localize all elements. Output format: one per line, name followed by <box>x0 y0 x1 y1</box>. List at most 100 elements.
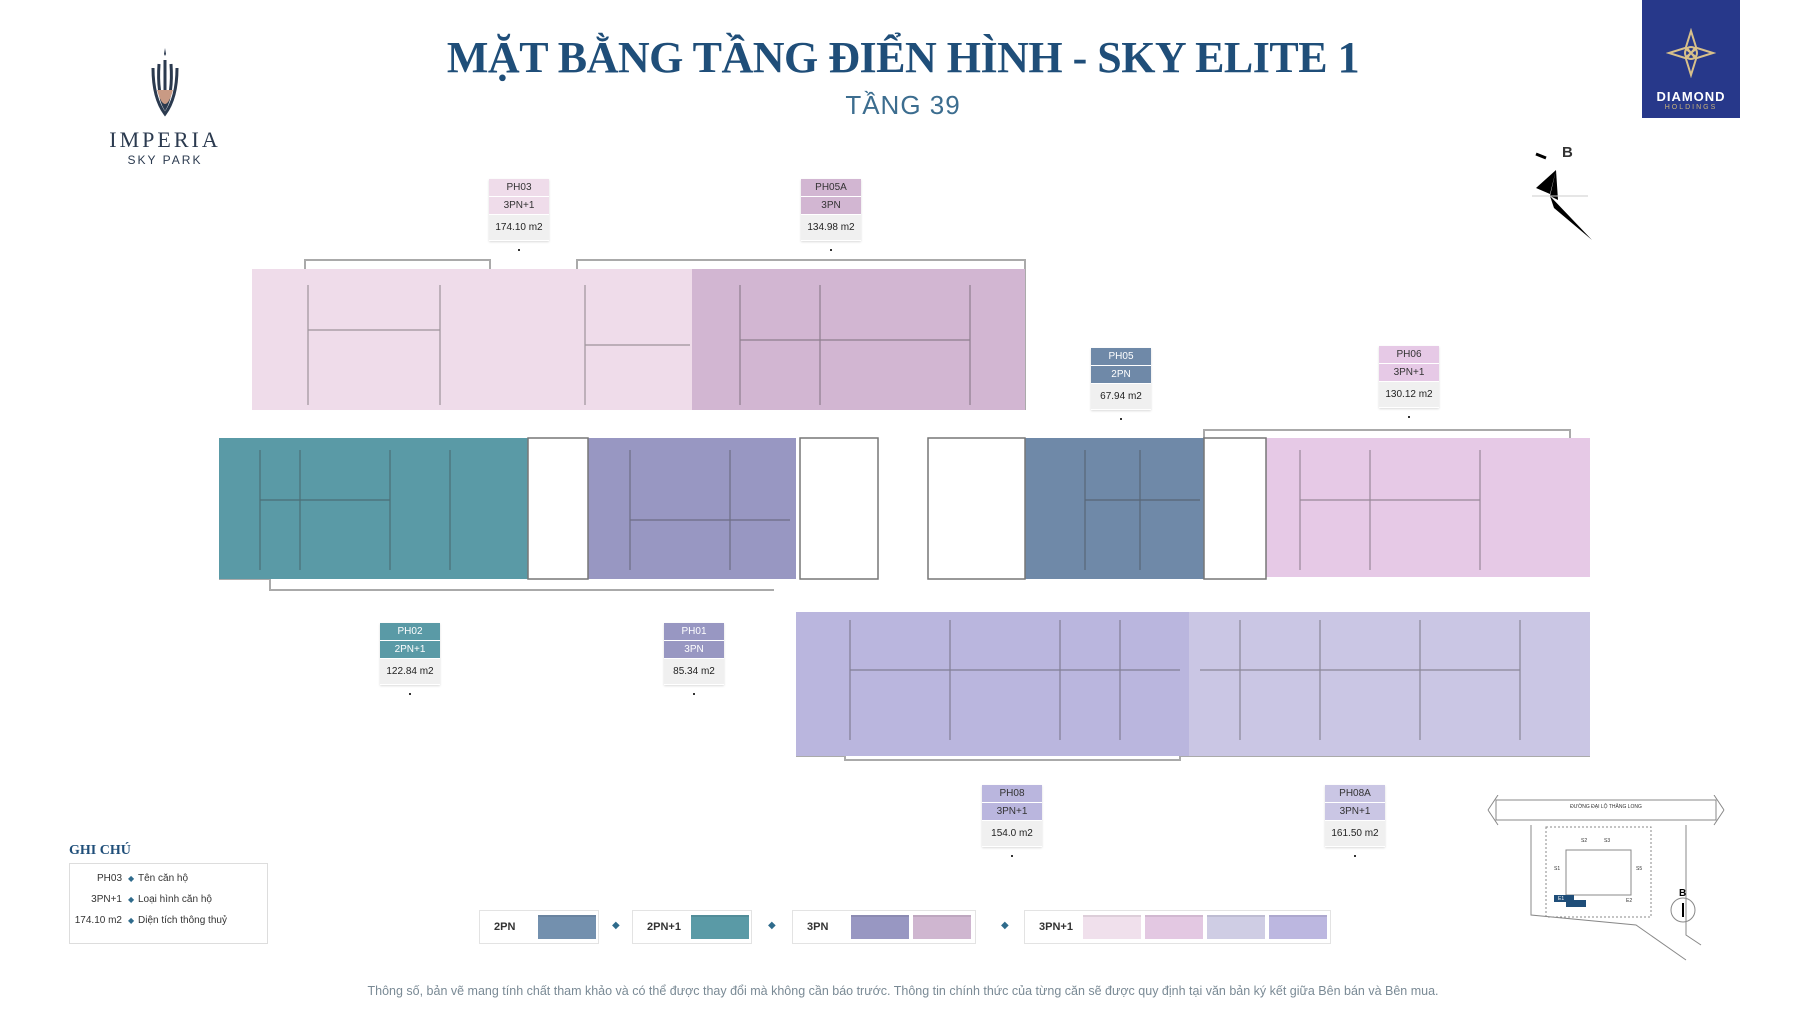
unit-type: 3PN+1 <box>1379 364 1439 382</box>
building-e2: E2 <box>1626 898 1632 904</box>
site-map-drawing: ĐƯỜNG ĐẠI LỘ THĂNG LONG E1 E2 S1 S2 S3 S… <box>1487 794 1725 961</box>
elevator-core-left <box>799 437 879 580</box>
unit-ph02[interactable] <box>219 438 528 579</box>
unit-id: PH05A <box>801 179 861 197</box>
unit-ph03[interactable] <box>252 269 692 410</box>
diamond-sub: HOLDINGS <box>1664 104 1718 111</box>
unit-area: 134.98 m2 <box>801 215 861 241</box>
unit-ph05a[interactable] <box>692 269 1025 410</box>
legend-swatch <box>1145 915 1203 939</box>
imperia-logo: IMPERIA SKY PARK <box>95 48 235 167</box>
leader-dot <box>518 249 520 251</box>
unit-id: PH02 <box>380 623 440 641</box>
legend-swatch <box>538 915 596 939</box>
diamond-separator-icon: ◆ <box>612 920 620 931</box>
diamond-flower-icon <box>1665 27 1717 79</box>
diamond-bullet-icon: ◆ <box>128 874 135 883</box>
note-value: Loại hình căn hộ <box>138 894 212 905</box>
unit-ph05[interactable] <box>1025 438 1204 579</box>
note-key: 174.10 m2 <box>74 915 122 926</box>
unit-area: 130.12 m2 <box>1379 382 1439 408</box>
note-row: PH03◆Tên căn hộ <box>70 868 267 889</box>
road-label: ĐƯỜNG ĐẠI LỘ THĂNG LONG <box>1570 803 1642 810</box>
diamond-name: DIAMOND <box>1656 89 1726 104</box>
legend-label: 2PN+1 <box>647 921 681 933</box>
unit-type: 3PN+1 <box>1325 803 1385 821</box>
note-value: Diện tích thông thuỷ <box>138 915 227 926</box>
unit-type: 3PN+1 <box>489 197 549 215</box>
unit-ph06[interactable] <box>1266 438 1590 577</box>
notes-title: GHI CHÚ <box>69 843 131 858</box>
leader-dot <box>1120 418 1122 420</box>
unit-area: 161.50 m2 <box>1325 821 1385 847</box>
imperia-name: IMPERIA <box>109 127 221 152</box>
diamond-bullet-icon: ◆ <box>128 895 135 904</box>
leader-dot <box>1011 855 1013 857</box>
legend-swatch <box>913 915 971 939</box>
unit-ph08[interactable] <box>796 612 1189 756</box>
legend-3pn: 3PN <box>792 910 976 944</box>
leader-dot <box>1354 855 1356 857</box>
unit-id: PH01 <box>664 623 724 641</box>
legend-swatch <box>1083 915 1141 939</box>
leader-dot <box>1408 416 1410 418</box>
notes-box: PH03◆Tên căn hộ 3PN+1◆Loại hình căn hộ 1… <box>69 863 268 944</box>
unit-id: PH05 <box>1091 348 1151 366</box>
legend-swatch <box>1207 915 1265 939</box>
unit-type: 3PN <box>664 641 724 659</box>
diamond-bullet-icon: ◆ <box>128 916 135 925</box>
site-compass-label: B <box>1679 888 1686 899</box>
unit-area: 174.10 m2 <box>489 215 549 241</box>
building-s5: S5 <box>1636 866 1642 872</box>
building-s1: S1 <box>1554 866 1560 872</box>
legend-label: 3PN <box>807 921 829 933</box>
elevator-core-right <box>927 437 1026 580</box>
legend-2pn: 2PN <box>479 910 599 944</box>
note-value: Tên căn hộ <box>138 873 189 884</box>
core-area <box>527 437 1267 580</box>
legend-label: 3PN+1 <box>1039 921 1073 933</box>
building-s3: S3 <box>1604 838 1610 844</box>
leader-dot <box>693 693 695 695</box>
stair-core-left <box>527 437 589 580</box>
unit-area: 85.34 m2 <box>664 659 724 685</box>
unit-type: 2PN <box>1091 366 1151 384</box>
imperia-sub: SKY PARK <box>127 153 203 167</box>
unit-ph01[interactable] <box>588 438 796 579</box>
page-title: MẶT BẰNG TẦNG ĐIỂN HÌNH - SKY ELITE 1 <box>446 33 1360 82</box>
north-arrow-icon <box>1532 152 1592 240</box>
compass-label: B <box>1562 144 1573 161</box>
unit-id: PH06 <box>1379 346 1439 364</box>
legend-2pn1: 2PN+1 <box>632 910 752 944</box>
imperia-emblem-icon <box>151 48 179 117</box>
leader-dot <box>830 249 832 251</box>
legend-swatch <box>851 915 909 939</box>
unit-type: 3PN+1 <box>982 803 1042 821</box>
unit-area: 67.94 m2 <box>1091 384 1151 410</box>
note-row: 174.10 m2 ◆Diện tích thông thuỷ <box>70 910 267 931</box>
legend-swatch <box>691 915 749 939</box>
unit-type: 3PN <box>801 197 861 215</box>
unit-id: PH08A <box>1325 785 1385 803</box>
unit-id: PH03 <box>489 179 549 197</box>
note-row: 3PN+1 ◆Loại hình căn hộ <box>70 889 267 910</box>
unit-id: PH08 <box>982 785 1042 803</box>
legend-label: 2PN <box>494 921 516 933</box>
legend-3pn1: 3PN+1 <box>1024 910 1331 944</box>
diamond-separator-icon: ◆ <box>1001 920 1009 931</box>
unit-area: 122.84 m2 <box>380 659 440 685</box>
stair-core-right <box>1203 437 1267 580</box>
floor-subtitle: TẦNG 39 <box>845 90 961 120</box>
building-s2: S2 <box>1581 838 1587 844</box>
unit-type: 2PN+1 <box>380 641 440 659</box>
note-key: 3PN+1 <box>91 894 122 905</box>
unit-ph08a[interactable] <box>1189 612 1590 756</box>
